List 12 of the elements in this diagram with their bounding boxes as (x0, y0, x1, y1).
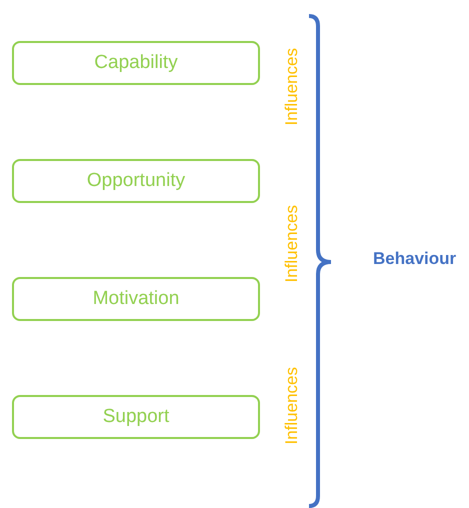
rounded-box (12, 41, 260, 85)
box-label: Opportunity (86, 170, 186, 192)
box-label: Capability (94, 52, 178, 74)
vertical-label: Influences (282, 367, 302, 444)
rounded-box (12, 395, 260, 439)
box-label: Motivation (92, 288, 180, 310)
rounded-box (12, 277, 260, 321)
vertical-label: Influences (282, 205, 302, 282)
brace-label: Behaviour (373, 249, 456, 269)
vertical-label: Influences (282, 48, 302, 126)
rounded-box (12, 159, 260, 203)
box-label: Support (102, 406, 170, 428)
